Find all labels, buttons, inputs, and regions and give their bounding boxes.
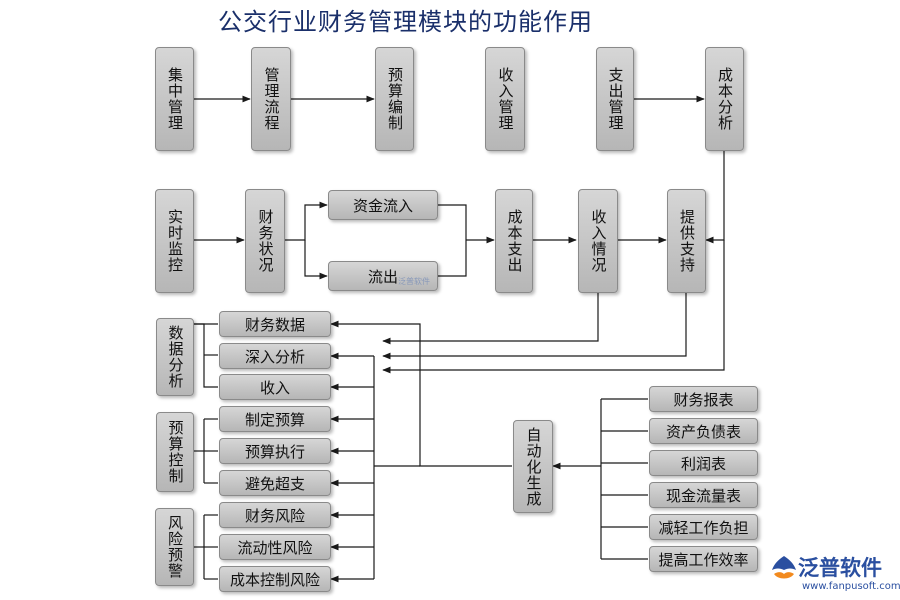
group-risk-warning: 风险预警: [155, 508, 194, 586]
item-avoid-overspend: 避免超支: [219, 470, 331, 496]
item-make-budget: 制定预算: [219, 406, 331, 432]
item-improve-efficiency: 提高工作效率: [649, 546, 758, 572]
node-cost-expense: 成本支出: [495, 189, 533, 293]
brand-logo: 泛普软件 www.fanpusoft.com: [770, 552, 900, 600]
node-monitoring: 实时监控: [155, 189, 194, 293]
node-budgeting: 预算编制: [375, 47, 414, 151]
item-income: 收入: [219, 374, 331, 400]
node-expense-mgmt: 支出管理: [596, 47, 634, 151]
item-balance-sheet: 资产负债表: [649, 418, 758, 444]
node-centralized: 集中管理: [155, 47, 194, 151]
page-title: 公交行业财务管理模块的功能作用: [218, 8, 593, 36]
item-deep-analysis: 深入分析: [219, 343, 331, 369]
node-fin-status: 财务状况: [245, 189, 285, 293]
brand-logo-url: www.fanpusoft.com: [802, 581, 900, 592]
node-outflow: 流出: [328, 261, 438, 291]
node-income-status: 收入情况: [578, 189, 618, 293]
item-reduce-workload: 减轻工作负担: [649, 514, 758, 540]
node-inflow: 资金流入: [328, 190, 438, 220]
node-process: 管理流程: [251, 47, 291, 151]
brand-logo-icon: [772, 556, 796, 579]
node-auto-gen: 自动化生成: [513, 420, 553, 513]
item-profit-table: 利润表: [649, 450, 758, 476]
item-liquidity-risk: 流动性风险: [219, 534, 331, 560]
node-provide-support: 提供支持: [667, 189, 706, 293]
item-exec-budget: 预算执行: [219, 438, 331, 464]
item-fin-data: 财务数据: [219, 311, 331, 337]
item-cash-flow: 现金流量表: [649, 482, 758, 508]
group-budget-control: 预算控制: [156, 412, 194, 492]
watermark-text: 泛普软件: [398, 277, 430, 286]
item-fin-risk: 财务风险: [219, 502, 331, 528]
item-fin-report: 财务报表: [649, 386, 758, 412]
node-cost-analysis: 成本分析: [705, 47, 744, 151]
node-revenue-mgmt: 收入管理: [485, 47, 525, 151]
group-data-analysis: 数据分析: [156, 318, 194, 396]
item-cost-risk: 成本控制风险: [219, 566, 331, 592]
brand-logo-name: 泛普软件: [798, 556, 882, 580]
